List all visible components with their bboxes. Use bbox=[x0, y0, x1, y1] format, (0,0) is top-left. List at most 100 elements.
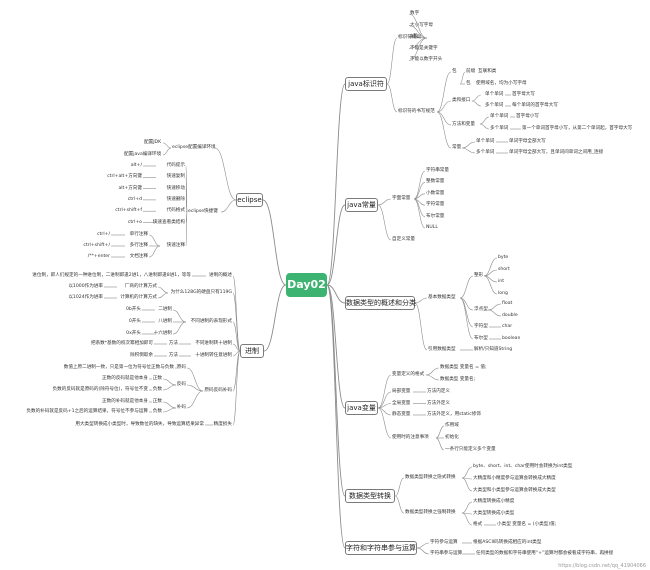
implicit-convert-item[interactable]: byte、short、int、char使用时会转换为int类型 bbox=[473, 464, 573, 469]
char-string-node[interactable]: 字符参与运算 bbox=[430, 540, 458, 545]
literal-constant-node[interactable]: 字面常量 bbox=[392, 196, 411, 201]
comment-type[interactable]: 多行注释 bbox=[129, 243, 148, 248]
package-node[interactable]: 包 bbox=[452, 69, 457, 74]
constant-multi-value[interactable]: 单词字母全部大写，且单词间单词之间用_连接 bbox=[509, 150, 604, 155]
to-decimal-node[interactable]: 不同进制转十进制 bbox=[195, 341, 232, 346]
class-node[interactable]: 类和接口 bbox=[452, 98, 471, 103]
rule-item[interactable]: $和_ bbox=[410, 34, 420, 40]
char-type-node[interactable]: 字符型 bbox=[474, 324, 488, 329]
package-prefix-value[interactable]: 互联和类 bbox=[478, 69, 497, 74]
variable-scope-node[interactable]: 全局变量 bbox=[392, 400, 411, 406]
literal-constant-item[interactable]: 字符常量 bbox=[426, 202, 445, 208]
implicit-convert-item[interactable]: 大类型和小类型参与运算会转换成大类型 bbox=[473, 488, 556, 493]
shortcut-key[interactable]: alt+方向键 bbox=[118, 185, 142, 191]
constant-multi-key[interactable]: 多个单词 bbox=[476, 150, 495, 155]
integer-type-item[interactable]: long bbox=[498, 291, 508, 296]
variable-format-item[interactable]: 数据类型 变量名 = 值; bbox=[440, 365, 487, 370]
complement-code-rule[interactable]: 正数的补码就是他本身 bbox=[102, 399, 148, 404]
rules-node[interactable]: 标识符规则 bbox=[398, 35, 421, 40]
reference-type-value[interactable]: 解析/只知道String bbox=[474, 347, 513, 352]
radix-form-prefix[interactable]: 0b开头 bbox=[125, 307, 141, 312]
char-type-value[interactable]: char bbox=[502, 324, 513, 329]
variable-format-node[interactable]: 变量定义的格式 bbox=[392, 372, 425, 377]
class-multi-value[interactable]: 每个单词的首字母大写 bbox=[512, 103, 558, 108]
comment-type[interactable]: 文档注释 bbox=[129, 254, 148, 259]
integer-type-node[interactable]: 整形 bbox=[474, 273, 484, 278]
branch-char-string[interactable]: 字符和字符串参与运算 bbox=[345, 541, 417, 555]
radix-form-name[interactable]: 十六进制 bbox=[153, 331, 172, 336]
complement-code-rule[interactable]: 负数的补码就是反码+1之后的运算结果，符号位不参与运算 bbox=[26, 409, 148, 414]
variable-scope-node[interactable]: 局部变量 bbox=[392, 389, 411, 394]
literal-constant-item[interactable]: 整数常量 bbox=[426, 179, 445, 185]
branch-type-convert[interactable]: 数据类型转换 bbox=[345, 489, 395, 503]
branch-eclipse[interactable]: eclipse bbox=[236, 193, 263, 207]
shortcut-action[interactable]: 快速移动 bbox=[166, 185, 185, 191]
complement-code-node[interactable]: 补码 bbox=[176, 405, 186, 410]
shortcut-key[interactable]: ctrl+d bbox=[127, 196, 142, 202]
comment-key[interactable]: /**+enter bbox=[87, 254, 110, 259]
variable-scope-value[interactable]: 方法外定义，用static修饰 bbox=[427, 412, 481, 417]
radix-overview-node[interactable]: 进制的概述 bbox=[209, 273, 232, 278]
rule-item[interactable]: 大小写字母 bbox=[410, 22, 433, 28]
original-code-value[interactable]: 数值上原二进制一致，只是第一位为符号位正数与负数 bbox=[63, 365, 174, 370]
reference-type-node[interactable]: 引用数据类型 bbox=[428, 347, 456, 352]
shortcut-action[interactable]: 代码提示 bbox=[166, 163, 185, 168]
from-decimal-method[interactable]: 方法 bbox=[168, 353, 178, 358]
branch-java-variable[interactable]: java变量 bbox=[345, 401, 378, 415]
shortcut-key[interactable]: ctrl+alt+方向键 bbox=[107, 174, 142, 180]
variable-notes-node[interactable]: 使用时的注意事项 bbox=[392, 435, 429, 440]
precision-loss-node[interactable]: 精度损失 bbox=[213, 422, 232, 427]
rule-item[interactable]: 不能是关键字 bbox=[410, 45, 438, 51]
basic-type-node[interactable]: 基本数据类型 bbox=[428, 295, 456, 300]
bool-type-value[interactable]: boolean bbox=[502, 336, 521, 341]
variable-note-item[interactable]: 一条行只能定义多个变量 bbox=[445, 447, 496, 452]
shortcut-action[interactable]: 快速查看类结构 bbox=[152, 219, 185, 225]
inverse-code-sign[interactable]: 负数 bbox=[152, 387, 162, 392]
float-type-item[interactable]: double bbox=[502, 313, 518, 318]
implicit-convert-item[interactable]: 大精度和小精度参与运算会转换成大精度 bbox=[473, 476, 556, 481]
shortcut-key[interactable]: ctrl+o bbox=[127, 219, 142, 225]
branch-radix[interactable]: 进制 bbox=[240, 344, 264, 358]
variable-scope-node[interactable]: 静态变量 bbox=[392, 412, 411, 417]
package-domain-value[interactable]: 使用域名，均为小写字母 bbox=[476, 81, 527, 86]
naming-node[interactable]: 标识符的书写规范 bbox=[398, 109, 435, 114]
complement-code-sign[interactable]: 负数 bbox=[152, 409, 162, 414]
to-decimal-rule[interactable]: 把系数*基数的权次幂相加即可 bbox=[90, 341, 153, 346]
branch-java-constant[interactable]: java常量 bbox=[345, 198, 378, 212]
literal-constant-item[interactable]: 字符串常量 bbox=[426, 168, 449, 173]
package-prefix[interactable]: 前缀 bbox=[466, 69, 476, 74]
literal-constant-item[interactable]: NULL bbox=[426, 225, 438, 230]
constant-single-value[interactable]: 单词字母全部大写 bbox=[509, 139, 546, 144]
shortcut-key[interactable]: alt+/ bbox=[130, 163, 142, 168]
class-multi-key[interactable]: 多个单词 bbox=[485, 103, 504, 108]
char-string-node[interactable]: 字符串参与运算 bbox=[430, 551, 463, 556]
radix-form-prefix[interactable]: 0x开头 bbox=[126, 331, 141, 336]
constant-single-key[interactable]: 单个单词 bbox=[476, 139, 495, 144]
root-topic[interactable]: Day02 bbox=[286, 273, 327, 297]
rule-item[interactable]: 数字 bbox=[410, 11, 420, 16]
shortcut-action[interactable]: 代码格式 bbox=[166, 208, 185, 214]
from-decimal-rule[interactable]: 除积倒取余 bbox=[130, 353, 153, 358]
shortcut-action[interactable]: 快速删除 bbox=[166, 196, 185, 202]
method-node[interactable]: 方法和变量 bbox=[452, 122, 475, 127]
constant-node[interactable]: 常量 bbox=[452, 145, 462, 150]
inverse-code-node[interactable]: 反码 bbox=[176, 382, 186, 387]
inverse-code-rule[interactable]: 正数的反码就是他本身 bbox=[102, 376, 148, 381]
comment-key[interactable]: ctrl+shift+/ bbox=[83, 243, 110, 248]
literal-constant-item[interactable]: 小数常量 bbox=[426, 190, 445, 196]
bool-type-node[interactable]: 布尔型 bbox=[474, 336, 488, 341]
quick-comment-node[interactable]: 快速注释 bbox=[166, 243, 185, 248]
variable-format-item[interactable]: 数据类型 变量名; bbox=[440, 377, 476, 382]
comment-key[interactable]: ctrl+/ bbox=[97, 232, 110, 237]
branch-java-identifier[interactable]: java标识符 bbox=[345, 77, 387, 91]
eclipse-config-node[interactable]: eclipse配置编译环境 bbox=[172, 145, 216, 150]
integer-type-item[interactable]: int bbox=[498, 279, 504, 284]
branch-data-type[interactable]: 数据类型的概述和分类 bbox=[345, 296, 416, 310]
variable-note-item[interactable]: 作用域 bbox=[445, 423, 459, 428]
method-single-value[interactable]: 首字母小写 bbox=[516, 114, 539, 119]
class-single-key[interactable]: 单个单词 bbox=[485, 92, 504, 97]
capacity-method[interactable]: 计算机的计算方式 bbox=[120, 295, 157, 300]
inverse-code-sign[interactable]: 正数 bbox=[152, 376, 162, 381]
disk-capacity-node[interactable]: 为什么128G的硬盘只有119G bbox=[170, 290, 232, 295]
explicit-convert-node[interactable]: 数据类型转换之强制转换 bbox=[405, 510, 456, 515]
